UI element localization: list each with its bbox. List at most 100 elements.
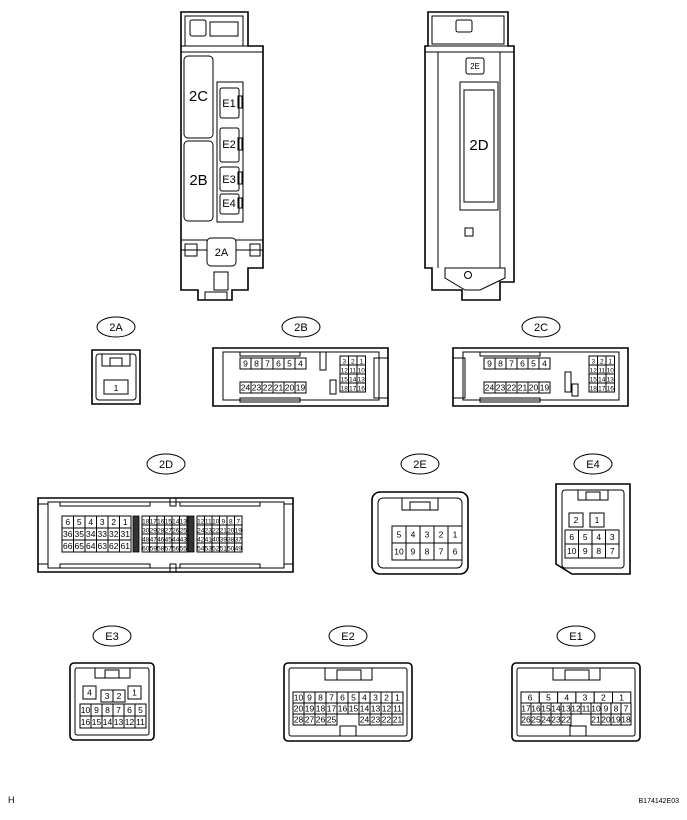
pin-2d-39: 39 xyxy=(220,537,228,544)
pin-e3-4-cell xyxy=(82,685,97,700)
pin-2c-4: 4 xyxy=(542,359,547,369)
label-2e: 2E xyxy=(470,62,480,71)
pin-e2-17: 17 xyxy=(327,704,337,714)
pin-e2-16: 16 xyxy=(338,704,348,714)
pin-2b-3: 3 xyxy=(342,359,346,366)
pin-2b-4: 4 xyxy=(298,359,303,369)
pin-e2-14: 14 xyxy=(360,704,370,714)
pin-e1-9: 9 xyxy=(604,704,609,714)
pin-2c-16-cell xyxy=(605,382,615,393)
pin-2c-19-cell xyxy=(538,381,551,394)
pin-2d-22: 22 xyxy=(212,528,220,535)
pin-2d-20: 20 xyxy=(227,528,235,535)
pin-2c-15: 15 xyxy=(590,377,598,384)
pin-e1-23: 23 xyxy=(551,715,561,725)
pin-e4-10: 10 xyxy=(567,546,577,556)
pin-e3-8: 8 xyxy=(105,705,110,715)
pin-2d-23: 23 xyxy=(205,528,213,535)
pin-2d-26: 26 xyxy=(172,528,180,535)
pin-2d-47: 47 xyxy=(150,537,158,544)
pin-e1-3: 3 xyxy=(583,693,588,703)
tag-2c: 2C xyxy=(534,322,548,334)
pin-2d-9: 9 xyxy=(221,519,225,526)
pin-e2-23: 23 xyxy=(371,715,381,725)
tag-ellipse-2d xyxy=(146,453,186,475)
pin-2e-6-cell xyxy=(447,542,463,561)
pin-2c-1: 1 xyxy=(608,359,612,366)
pin-2d-2: 2 xyxy=(111,517,116,527)
tag-2d: 2D xyxy=(159,459,173,471)
pin-e3-1: 1 xyxy=(132,688,137,698)
pin-2b-7: 7 xyxy=(265,359,270,369)
pin-e1-20: 20 xyxy=(601,715,611,725)
pin-e3-13: 13 xyxy=(114,717,124,727)
pin-2d-59: 59 xyxy=(150,546,158,553)
pin-e3-9: 9 xyxy=(94,705,99,715)
pin-2b-19-cell xyxy=(294,381,307,394)
pin-e3-11: 11 xyxy=(136,717,145,727)
pin-2c-9: 9 xyxy=(487,359,492,369)
pin-2c-5: 5 xyxy=(531,359,536,369)
pin-e4-7-cell xyxy=(605,543,620,559)
pin-e1-16: 16 xyxy=(531,704,541,714)
pin-e4-4: 4 xyxy=(596,532,601,542)
pin-e2-8: 8 xyxy=(318,693,323,703)
pin-2d-38: 38 xyxy=(227,537,235,544)
pin-2d-6: 6 xyxy=(65,517,70,527)
pin-e2-11: 11 xyxy=(393,704,402,714)
pin-2b-6: 6 xyxy=(276,359,281,369)
pin-e3-16: 16 xyxy=(81,717,91,727)
tag-2e: 2E xyxy=(413,459,426,471)
pin-e3-6: 6 xyxy=(127,705,132,715)
pin-2c-7: 7 xyxy=(509,359,514,369)
pin-e1-14: 14 xyxy=(551,704,561,714)
pin-2e-3: 3 xyxy=(425,530,430,540)
tag-2a: 2A xyxy=(109,322,123,334)
pin-2c-3: 3 xyxy=(591,359,595,366)
pin-e2-27: 27 xyxy=(305,715,315,725)
pin-e2-26: 26 xyxy=(316,715,326,725)
pin-e4-3: 3 xyxy=(610,532,615,542)
pin-2e-4: 4 xyxy=(411,530,416,540)
pin-2d-35: 35 xyxy=(75,529,85,539)
pin-2d-31: 31 xyxy=(121,529,131,539)
tag-e4: E4 xyxy=(586,459,599,471)
pin-2d-28: 28 xyxy=(157,528,165,535)
pin-e1-18: 18 xyxy=(621,715,631,725)
pin-e2-2: 2 xyxy=(384,693,389,703)
label-e3: E3 xyxy=(222,174,235,186)
pin-2d-30: 30 xyxy=(142,528,150,535)
pin-2d-44: 44 xyxy=(172,537,180,544)
pin-2c-23: 23 xyxy=(496,383,506,393)
pin-2b-22: 22 xyxy=(263,383,273,393)
pin-e3-11-cell xyxy=(134,715,147,729)
pin-e2-4: 4 xyxy=(362,693,367,703)
pin-e1-13: 13 xyxy=(561,704,571,714)
footer-code: B174142E03 xyxy=(639,798,680,805)
pin-2d-45: 45 xyxy=(165,537,173,544)
pin-e1-24: 24 xyxy=(541,715,551,725)
pin-2d-55: 55 xyxy=(180,546,188,553)
pin-2c-16: 16 xyxy=(607,386,615,393)
pin-2d-24: 24 xyxy=(197,528,205,535)
tag-2b: 2B xyxy=(294,322,307,334)
pin-e3-10: 10 xyxy=(81,705,91,715)
pin-2d-19: 19 xyxy=(235,528,243,535)
pin-2c-13: 13 xyxy=(607,377,615,384)
pin-2d-7: 7 xyxy=(236,519,240,526)
pin-e2-25-cell xyxy=(325,713,338,726)
pin-2b-5: 5 xyxy=(287,359,292,369)
pin-2d-48: 48 xyxy=(142,537,150,544)
pin-e4-1: 1 xyxy=(595,515,600,525)
pin-2d-49: 49 xyxy=(235,546,243,553)
pin-e3-1-cell xyxy=(127,685,142,700)
pin-e4-2-cell xyxy=(568,512,584,528)
pin-2b-21: 21 xyxy=(274,383,284,393)
pin-2d-4: 4 xyxy=(88,517,93,527)
